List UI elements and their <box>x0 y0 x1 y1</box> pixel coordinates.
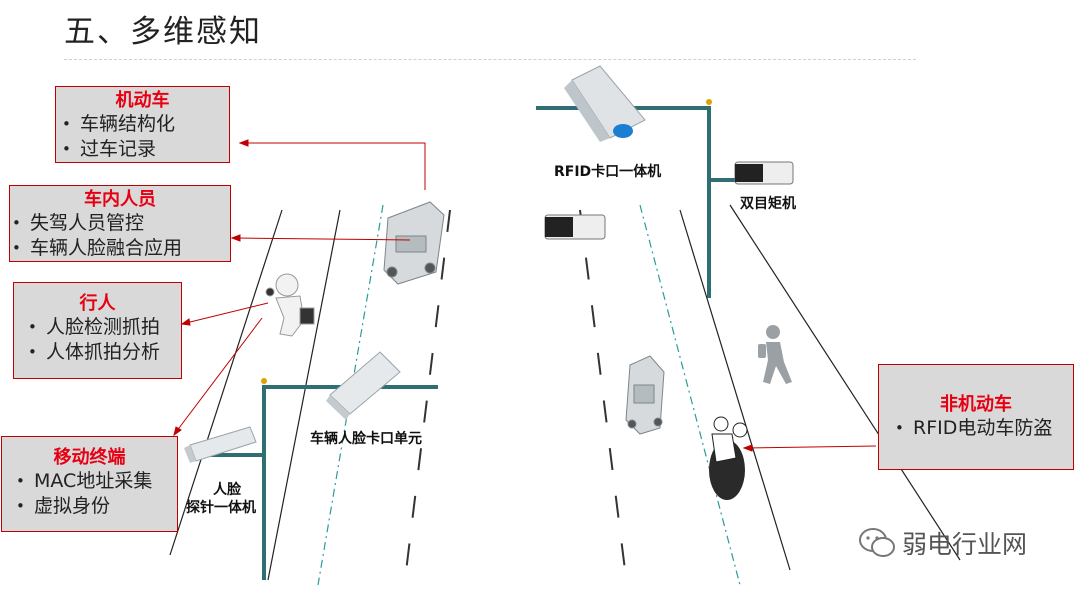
car-icon <box>383 201 445 285</box>
box-item: 过车记录 <box>62 137 229 162</box>
road-lines <box>169 204 961 581</box>
box-occupant: 车内人员 失驾人员管控 车辆人脸融合应用 <box>9 185 231 262</box>
box-item: 虚拟身份 <box>16 494 177 519</box>
pole-cap <box>261 378 267 384</box>
title-divider <box>64 59 916 60</box>
face-gate-camera-icon <box>326 351 401 420</box>
pedestrian-silhouette-icon <box>758 325 792 384</box>
lane-line <box>267 209 341 581</box>
box-item: 车辆结构化 <box>62 112 229 137</box>
road-edge-left <box>169 209 283 556</box>
box-title: 机动车 <box>115 90 170 111</box>
box-title: 行人 <box>79 293 116 314</box>
watermark-text: 弱电行业网 <box>902 530 1028 559</box>
poles <box>210 106 780 580</box>
label-probe-line2: 探针一体机 <box>186 500 256 516</box>
box-item: 失驾人员管控 <box>12 211 230 236</box>
pole-cap <box>706 99 712 105</box>
label-probe-line1: 人脸 <box>213 482 241 498</box>
person-with-phone-icon <box>265 273 315 337</box>
box-title: 车内人员 <box>84 189 156 210</box>
page-title: 五、多维感知 <box>64 14 262 50</box>
wechat-icon <box>859 528 895 557</box>
box-item: 人脸检测抓拍 <box>28 315 181 340</box>
box-item: 车辆人脸融合应用 <box>12 236 230 261</box>
box-item: MAC地址采集 <box>16 469 177 494</box>
teal-lane <box>639 204 741 586</box>
car-icon <box>625 355 665 435</box>
label-face-gate: 车辆人脸卡口单元 <box>310 431 422 447</box>
label-binocular: 双目矩机 <box>740 196 796 212</box>
binocular-camera-icon <box>734 161 794 185</box>
box-motor-vehicle: 机动车 车辆结构化 过车记录 <box>55 86 230 163</box>
motorcycle-icon <box>709 416 748 500</box>
box-item: 人体抓拍分析 <box>28 340 181 365</box>
gantry-pole-bottom <box>262 385 438 580</box>
connector-lines <box>173 139 877 452</box>
lane-dashes <box>404 209 626 581</box>
box-non-motor: 非机动车 RFID电动车防盗 <box>878 364 1074 470</box>
box-item: RFID电动车防盗 <box>895 416 1073 441</box>
probe-camera-icon <box>184 426 257 463</box>
lane-line <box>679 209 791 571</box>
rfid-camera-icon <box>564 65 646 142</box>
teal-lane-lines <box>317 204 741 586</box>
box-pedestrian: 行人 人脸检测抓拍 人体抓拍分析 <box>13 282 182 379</box>
lane-dash <box>579 209 626 571</box>
binocular-camera-icon <box>544 214 606 240</box>
watermark: 弱电行业网 <box>858 525 1027 561</box>
box-title: 非机动车 <box>940 394 1012 415</box>
road-edge-right <box>729 204 961 561</box>
label-rfid-gate: RFID卡口一体机 <box>554 164 662 180</box>
box-mobile-terminal: 移动终端 MAC地址采集 虚拟身份 <box>1 436 178 532</box>
lane-dash <box>404 209 451 581</box>
box-title: 移动终端 <box>53 447 126 468</box>
